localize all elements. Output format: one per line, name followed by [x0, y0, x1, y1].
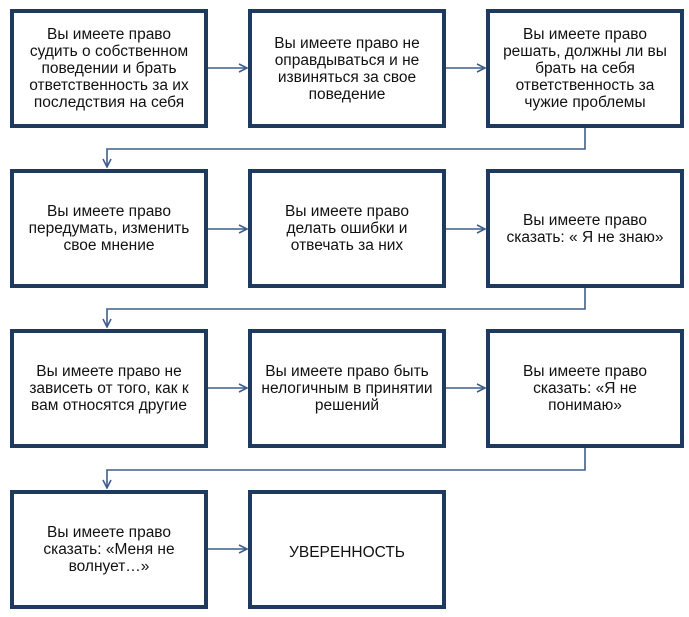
right-box-judge-own-behavior: Вы имеете право судить о собственном пов…: [10, 9, 208, 128]
arrow-box9-to-box10: [107, 448, 586, 488]
right-box-not-justify: Вы имеете право не оправдываться и не из…: [248, 9, 446, 128]
right-box-say-dont-understand: Вы имеете право сказать: «Я не понимаю»: [486, 329, 684, 448]
right-box-change-mind: Вы имеете право передумать, изменить сво…: [10, 169, 208, 288]
right-box-say-dont-know: Вы имеете право сказать: « Я не знаю»: [486, 169, 684, 288]
arrow-box3-to-box4: [107, 127, 586, 167]
arrow-box6-to-box7: [107, 288, 586, 327]
right-box-make-mistakes: Вы имеете право делать ошибки и отвечать…: [248, 169, 446, 288]
right-box-be-illogical: Вы имеете право быть нелогичным в принят…: [248, 329, 446, 448]
right-box-others-problems: Вы имеете право решать, должны ли вы бра…: [486, 9, 684, 128]
right-box-say-dont-care: Вы имеете право сказать: «Меня не волнуе…: [10, 490, 208, 609]
right-box-independence: Вы имеете право не зависеть от того, как…: [10, 329, 208, 448]
result-box-confidence: УВЕРЕННОСТЬ: [248, 490, 446, 609]
